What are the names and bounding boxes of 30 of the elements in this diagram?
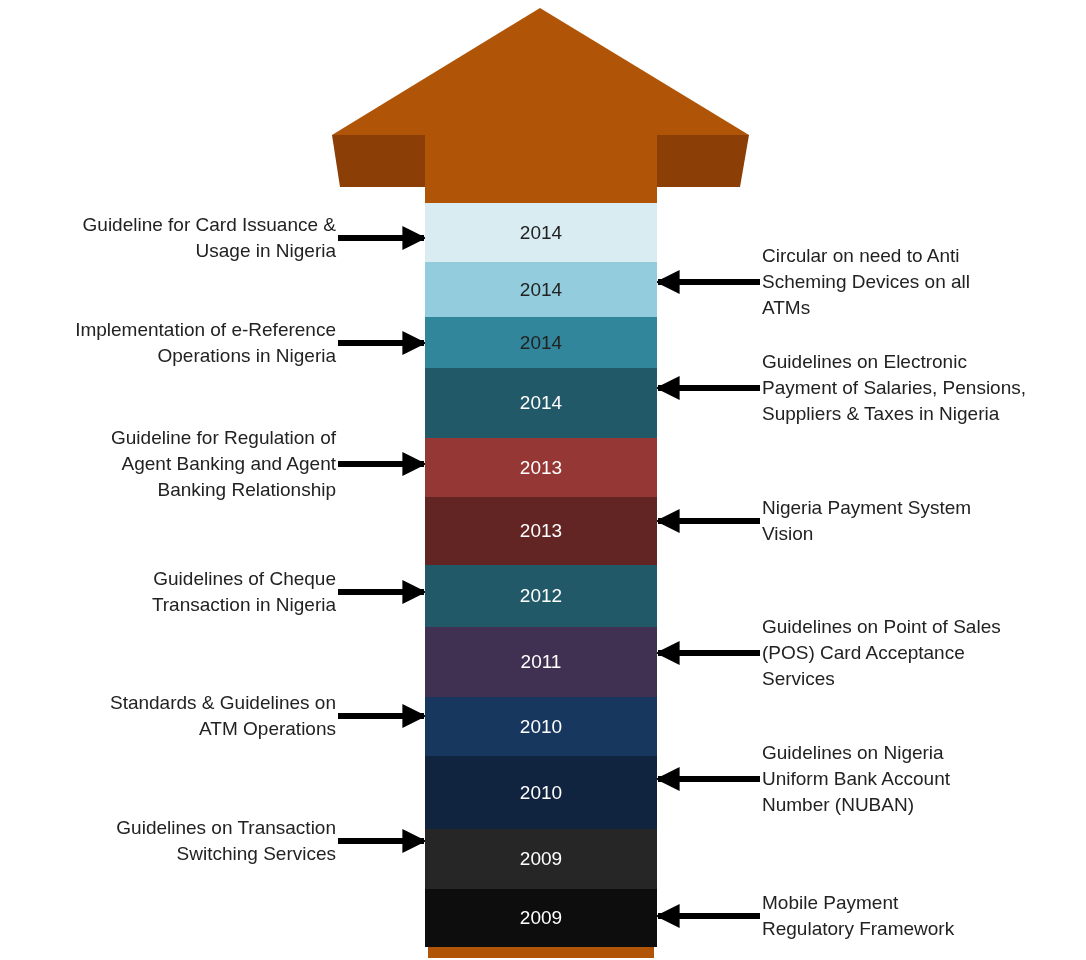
year-band: 2013: [425, 497, 657, 565]
arrow: [338, 331, 427, 355]
guideline-text: Guideline for Regulation of Agent Banking and Agent Banking Relationship: [71, 425, 336, 503]
year-band: 2011: [425, 627, 657, 697]
arrow: [338, 829, 427, 853]
guideline-text: Guidelines of Cheque Transaction in Nigeria: [86, 566, 336, 618]
guideline-text: Guidelines on Point of Sales (POS) Card Acceptance Services: [762, 614, 1022, 692]
year-band: 2009: [425, 889, 657, 947]
year-band: 2010: [425, 697, 657, 756]
year-band: 2014: [425, 262, 657, 317]
guideline-text: Guidelines on Nigeria Uniform Bank Account Number (NUBAN): [762, 740, 1012, 818]
year-band: 2013: [425, 438, 657, 497]
guideline-text: Guideline for Card Issuance & Usage in Nigeria: [46, 212, 336, 264]
arrow: [338, 580, 427, 604]
arrow: [338, 226, 427, 250]
guideline-text: Guidelines on Electronic Payment of Salaries, Pensions, Suppliers & Taxes in Nigeria: [762, 349, 1034, 427]
guideline-text: Guidelines on Transaction Switching Services: [46, 815, 336, 867]
arrow: [338, 452, 427, 476]
year-band: 2014: [425, 317, 657, 368]
year-band: 2009: [425, 829, 657, 889]
guideline-text: Circular on need to Anti Scheming Devices on all ATMs: [762, 243, 1022, 321]
arrow: [338, 704, 427, 728]
guideline-text: Implementation of e-Reference Operations in Nigeria: [6, 317, 336, 369]
year-band: 2014: [425, 368, 657, 438]
guideline-text: Standards & Guidelines on ATM Operations: [74, 690, 336, 742]
year-band: 2012: [425, 565, 657, 627]
guideline-text: Mobile Payment Regulatory Framework: [762, 890, 987, 942]
guideline-text: Nigeria Payment System Vision: [762, 495, 1022, 547]
year-band: 2014: [425, 203, 657, 262]
year-band: 2010: [425, 756, 657, 829]
